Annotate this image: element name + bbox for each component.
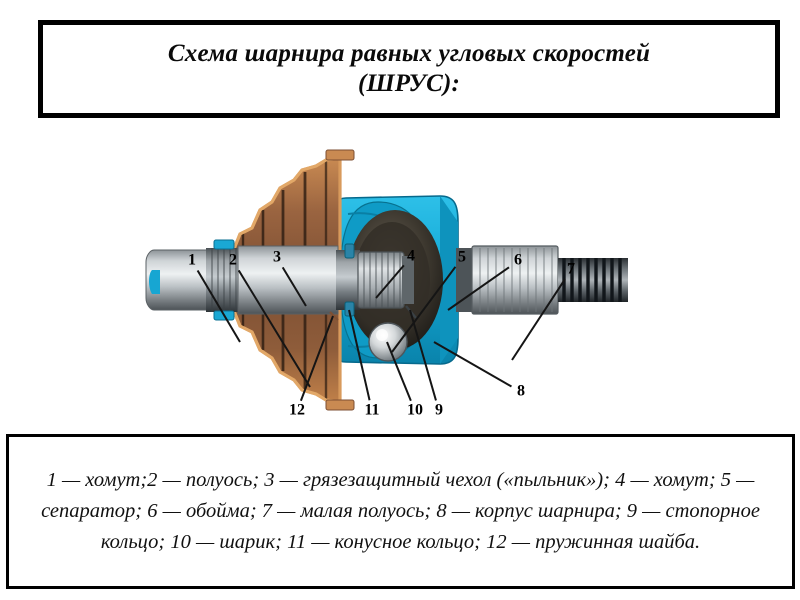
callout-8: 8 bbox=[433, 341, 525, 400]
main-axle-shaft bbox=[145, 245, 414, 315]
callout-4: 4 bbox=[375, 248, 415, 299]
page-title: Схема шарнира равных угловых скоростей (… bbox=[154, 39, 664, 100]
callout-number-4: 4 bbox=[407, 248, 415, 265]
callout-number-2: 2 bbox=[229, 252, 237, 269]
callout-9: 9 bbox=[409, 309, 443, 419]
callout-number-6: 6 bbox=[514, 252, 522, 269]
title-line-2: (ШРУС): bbox=[357, 70, 461, 97]
leader-line-11 bbox=[348, 309, 371, 401]
callout-2: 2 bbox=[229, 252, 311, 388]
callout-3: 3 bbox=[273, 249, 307, 307]
leader-line-6 bbox=[447, 266, 510, 311]
callout-12: 12 bbox=[289, 315, 334, 419]
leader-line-9 bbox=[409, 309, 437, 401]
callout-number-5: 5 bbox=[458, 249, 466, 266]
leader-line-2 bbox=[237, 269, 311, 388]
leader-line-12 bbox=[299, 315, 334, 402]
callout-number-9: 9 bbox=[435, 402, 443, 419]
callout-number-12: 12 bbox=[289, 402, 305, 419]
callout-number-10: 10 bbox=[407, 402, 423, 419]
callout-number-7: 7 bbox=[567, 261, 575, 278]
callout-number-8: 8 bbox=[517, 383, 525, 400]
retaining-rings bbox=[329, 243, 417, 321]
title-box: Схема шарнира равных угловых скоростей (… bbox=[38, 20, 780, 118]
leader-line-3 bbox=[281, 266, 307, 307]
boot-clamp-small bbox=[213, 239, 235, 321]
leader-line-1 bbox=[196, 269, 241, 343]
callout-10: 10 bbox=[386, 341, 423, 419]
leader-line-4 bbox=[375, 264, 405, 299]
legend-box: 1 — хомут;2 — полуось; 3 — грязезащитный… bbox=[6, 434, 795, 589]
callout-number-11: 11 bbox=[364, 402, 379, 419]
callout-5: 5 bbox=[391, 249, 466, 353]
leader-line-10 bbox=[386, 341, 412, 402]
callout-11: 11 bbox=[348, 309, 380, 419]
callout-number-3: 3 bbox=[273, 249, 281, 266]
callout-6: 6 bbox=[447, 252, 522, 311]
boot-clamp-large bbox=[325, 149, 355, 411]
small-axle-shaft bbox=[456, 245, 628, 315]
title-line-1: Схема шарнира равных угловых скоростей bbox=[167, 39, 651, 67]
callout-7: 7 bbox=[511, 261, 575, 361]
leader-line-7 bbox=[511, 278, 566, 361]
leader-line-5 bbox=[391, 266, 457, 353]
leader-line-8 bbox=[433, 341, 512, 388]
legend-text: 1 — хомут;2 — полуось; 3 — грязезащитный… bbox=[41, 468, 760, 554]
callout-number-1: 1 bbox=[188, 252, 196, 269]
callout-1: 1 bbox=[188, 252, 241, 343]
